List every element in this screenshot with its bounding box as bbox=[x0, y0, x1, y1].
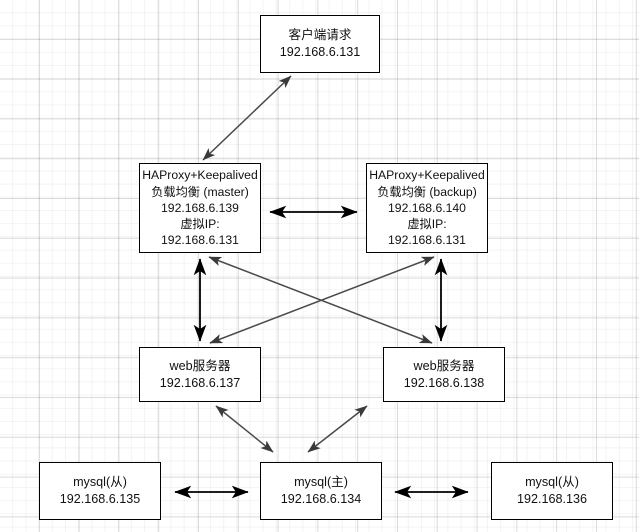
mysql-master-134-ip: 192.168.6.134 bbox=[280, 492, 362, 506]
edge-web-138-to-mysql-master bbox=[307, 405, 368, 453]
mysql-slave-136-node: mysql(从) 192.168.136 bbox=[491, 462, 613, 520]
mysql-master-134-title: mysql(主) bbox=[294, 475, 348, 490]
haproxy-master-role: 负载均衡 (master) bbox=[151, 184, 249, 199]
client-request-node: 客户端请求 192.168.6.131 bbox=[260, 15, 380, 73]
mysql-slave-135-node: mysql(从) 192.168.6.135 bbox=[39, 462, 161, 520]
web-server-138-node: web服务器 192.168.6.138 bbox=[383, 347, 505, 402]
mysql-slave-136-ip: 192.168.136 bbox=[516, 492, 588, 506]
edge-haproxy-master-to-web-138 bbox=[208, 256, 433, 344]
mysql-slave-135-ip: 192.168.6.135 bbox=[59, 492, 141, 506]
haproxy-master-vip: 192.168.6.131 bbox=[161, 233, 239, 248]
mysql-master-134-node: mysql(主) 192.168.6.134 bbox=[260, 462, 382, 520]
client-request-title: 客户端请求 bbox=[288, 28, 352, 43]
haproxy-backup-role: 负载均衡 (backup) bbox=[377, 184, 477, 199]
haproxy-keepalived-backup-node: HAProxy+Keepalived 负载均衡 (backup) 192.168… bbox=[366, 163, 488, 253]
client-request-ip: 192.168.6.131 bbox=[279, 45, 361, 59]
haproxy-backup-title: HAProxy+Keepalived bbox=[369, 168, 485, 183]
edge-haproxy-backup-to-web-137 bbox=[209, 256, 435, 344]
web-server-137-ip: 192.168.6.137 bbox=[159, 375, 241, 390]
web-server-137-title: web服务器 bbox=[169, 358, 231, 373]
web-server-137-node: web服务器 192.168.6.137 bbox=[139, 347, 261, 402]
haproxy-backup-ip: 192.168.6.140 bbox=[388, 200, 466, 215]
web-server-138-title: web服务器 bbox=[413, 358, 475, 373]
haproxy-master-ip: 192.168.6.139 bbox=[161, 200, 239, 215]
web-server-138-ip: 192.168.6.138 bbox=[403, 375, 485, 390]
haproxy-backup-vip-label: 虚拟IP: bbox=[407, 217, 447, 232]
haproxy-backup-vip: 192.168.6.131 bbox=[388, 233, 466, 248]
haproxy-master-vip-label: 虚拟IP: bbox=[180, 217, 220, 232]
haproxy-keepalived-master-node: HAProxy+Keepalived 负载均衡 (master) 192.168… bbox=[139, 163, 261, 253]
edge-web-137-to-mysql-master bbox=[215, 405, 274, 453]
edge-client-to-haproxy-master bbox=[202, 75, 292, 161]
mysql-slave-136-title: mysql(从) bbox=[525, 475, 579, 490]
haproxy-master-title: HAProxy+Keepalived bbox=[142, 168, 258, 183]
mysql-slave-135-title: mysql(从) bbox=[73, 475, 127, 490]
